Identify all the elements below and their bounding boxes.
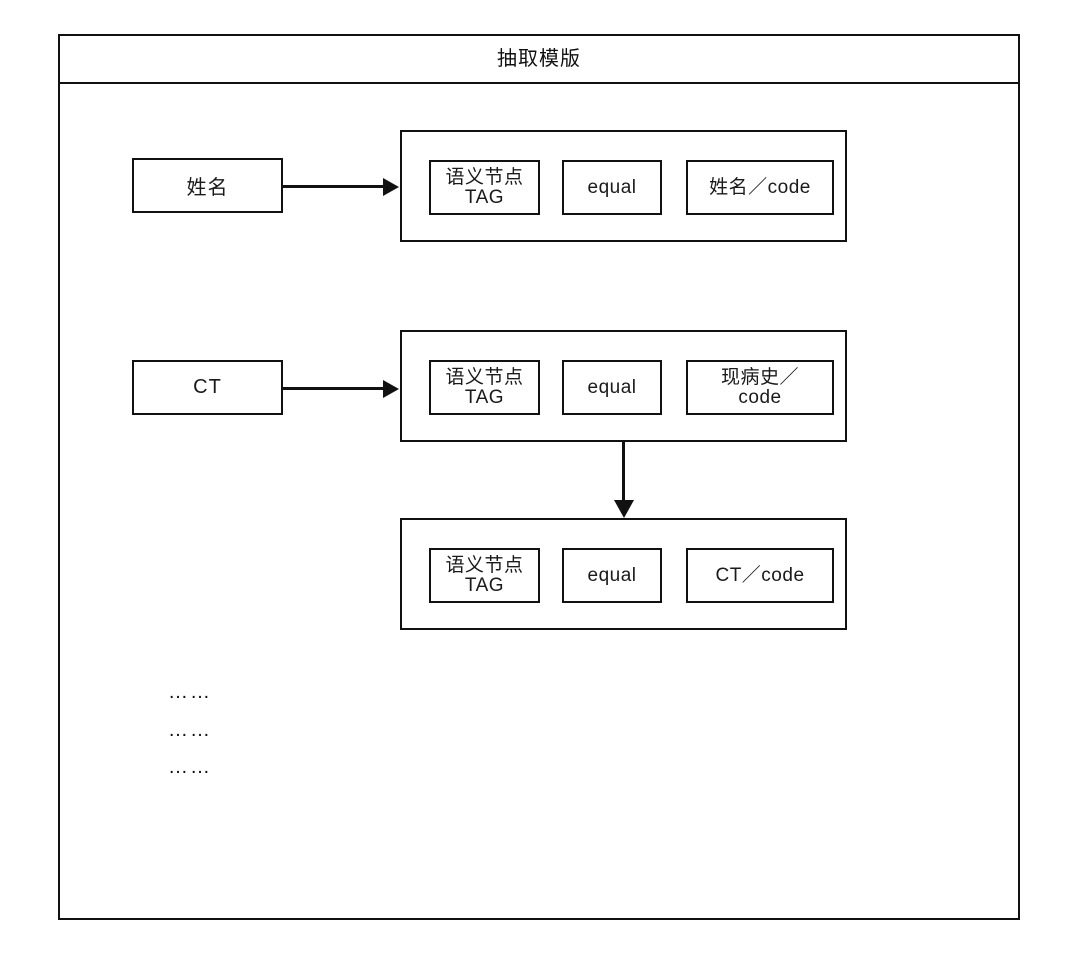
rule-3-tag-label: 语义节点 TAG	[445, 554, 524, 596]
rule-1-tag-label: 语义节点 TAG	[445, 166, 524, 208]
ellipsis-row-2: ……	[168, 719, 212, 741]
rule-group-1[interactable]: 语义节点 TAG equal 姓名／code	[400, 130, 847, 242]
rule-1-target-cell[interactable]: 姓名／code	[686, 160, 834, 215]
rule-3-operator-cell[interactable]: equal	[562, 548, 662, 603]
rule-2-tag-cell[interactable]: 语义节点 TAG	[429, 360, 540, 415]
rule-2-operator-label: equal	[587, 376, 637, 398]
arrow-rule2-to-rule3	[613, 442, 634, 518]
arrow-ct-to-rule2	[283, 379, 399, 398]
page-title: 抽取模版	[497, 48, 581, 70]
rule-group-3[interactable]: 语义节点 TAG equal CT／code	[400, 518, 847, 630]
ellipsis-row-1: ……	[168, 681, 212, 703]
rule-3-tag-cell[interactable]: 语义节点 TAG	[429, 548, 540, 603]
ellipsis-row-3: ……	[168, 756, 212, 778]
arrow-name-to-rule1	[283, 177, 399, 196]
rule-3-target-cell[interactable]: CT／code	[686, 548, 834, 603]
source-box-ct-label: CT	[193, 376, 222, 398]
source-box-name-label: 姓名	[186, 177, 229, 199]
rule-3-target-label: CT／code	[715, 564, 805, 586]
rule-2-target-cell[interactable]: 现病史／ code	[686, 360, 834, 415]
rule-3-operator-label: equal	[587, 564, 637, 586]
rule-2-tag-label: 语义节点 TAG	[445, 366, 524, 408]
rule-1-tag-cell[interactable]: 语义节点 TAG	[429, 160, 540, 215]
source-box-name[interactable]: 姓名	[132, 158, 283, 213]
rule-group-2[interactable]: 语义节点 TAG equal 现病史／ code	[400, 330, 847, 442]
rule-2-target-label: 现病史／ code	[720, 366, 799, 408]
rule-2-operator-cell[interactable]: equal	[562, 360, 662, 415]
rule-1-target-label: 姓名／code	[709, 176, 811, 198]
rule-1-operator-label: equal	[587, 176, 637, 198]
rule-1-operator-cell[interactable]: equal	[562, 160, 662, 215]
source-box-ct[interactable]: CT	[132, 360, 283, 415]
template-header: 抽取模版	[60, 36, 1018, 84]
